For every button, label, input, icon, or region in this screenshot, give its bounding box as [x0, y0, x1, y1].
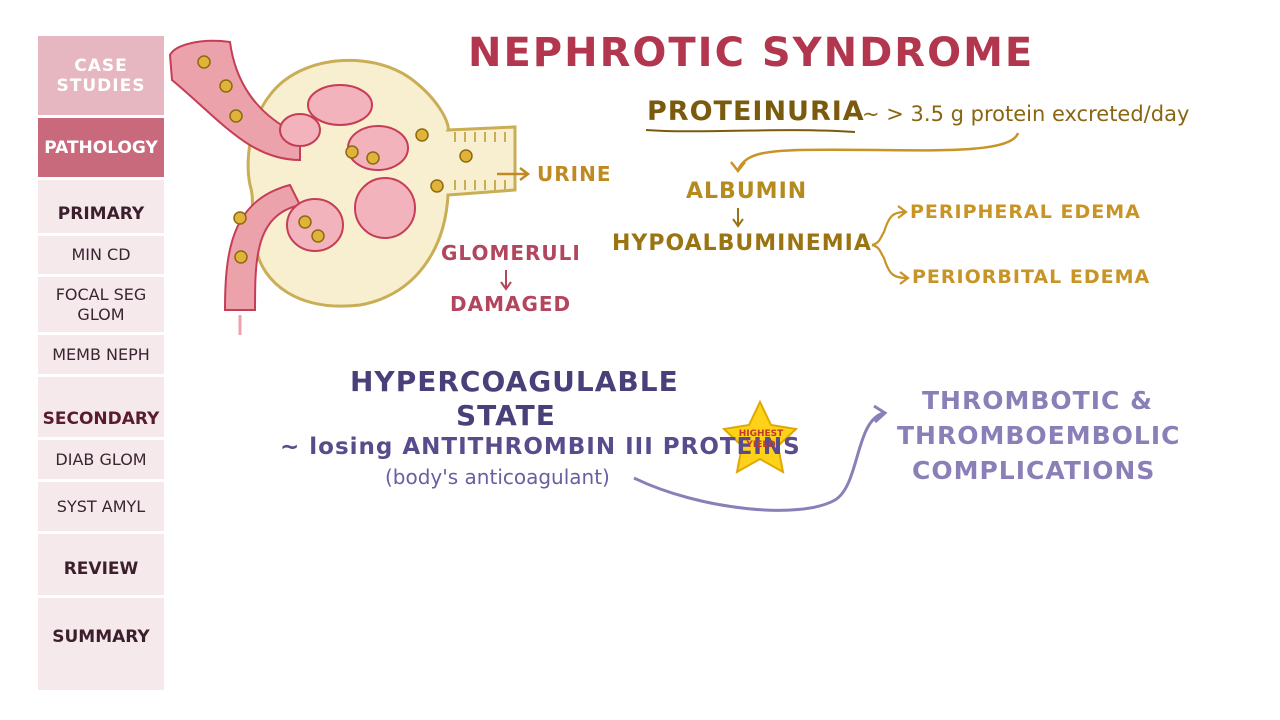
nav-review-label: REVIEW: [63, 558, 139, 579]
anticoagulant-note: (body's anticoagulant): [385, 465, 610, 489]
nav-review[interactable]: REVIEW: [38, 542, 164, 598]
nav-memb-neph[interactable]: MEMB NEPH: [38, 335, 164, 377]
capillary-loops: [279, 84, 416, 252]
nav-syst-amyl-label: SYST AMYL: [56, 496, 146, 516]
tubule-lining: [454, 132, 506, 190]
glomerulus-illustration: [168, 39, 517, 335]
nav-primary[interactable]: PRIMARY: [38, 194, 164, 236]
nav-diab-glom[interactable]: DIAB GLOM: [38, 440, 164, 482]
thrombotic-label-line1: THROMBOTIC &: [922, 386, 1153, 415]
nav-summary[interactable]: SUMMARY: [38, 602, 164, 672]
highest-yield-star: [721, 399, 799, 474]
nav-primary-label: PRIMARY: [57, 203, 145, 224]
hypoalbuminemia-label: HYPOALBUMINEMIA: [612, 231, 872, 256]
periorbital-edema-label: PERIORBITAL EDEMA: [912, 266, 1151, 288]
albumin-label: ALBUMIN: [686, 179, 808, 204]
nav-case-studies[interactable]: CASE STUDIES: [38, 36, 164, 118]
protein-particles: [197, 55, 473, 264]
nav-min-cd-label: MIN CD: [71, 245, 131, 264]
proteinuria-heading: PROTEINURIA: [647, 96, 865, 127]
thrombotic-label-line3: COMPLICATIONS: [912, 456, 1156, 485]
edema-brace: [871, 205, 910, 285]
damaged-label: DAMAGED: [450, 292, 572, 316]
nav-case-studies-label: CASE STUDIES: [56, 55, 146, 96]
damaged-arrow: [500, 270, 512, 291]
nav-secondary-label: SECONDARY: [42, 408, 160, 429]
proteinuria-definition: ~ > 3.5 g protein excreted/day: [862, 102, 1190, 126]
nav-focal-seg-glom[interactable]: FOCAL SEG GLOM: [38, 277, 164, 335]
peripheral-edema-label: PERIPHERAL EDEMA: [910, 201, 1141, 223]
hypercoagulable-heading-line2: STATE: [456, 399, 556, 432]
nav-syst-amyl[interactable]: SYST AMYL: [38, 482, 164, 534]
star-label-line1: HIGHEST: [738, 429, 784, 439]
glomeruli-label: GLOMERULI: [441, 241, 581, 265]
nav-summary-label: SUMMARY: [52, 627, 150, 647]
proteinuria-underline: [645, 129, 856, 133]
star-label-line2: YIELD: [746, 440, 776, 450]
urine-label: URINE: [537, 162, 612, 186]
nav-pathology[interactable]: PATHOLOGY: [38, 118, 164, 180]
albumin-arrow: [732, 208, 744, 228]
nav-diab-glom-label: DIAB GLOM: [55, 449, 147, 469]
nav-memb-neph-label: MEMB NEPH: [52, 344, 150, 364]
page-title: NEPHROTIC SYNDROME: [468, 30, 1035, 76]
proteinuria-arrow: [730, 132, 1020, 174]
afferent-arteriole: [168, 39, 301, 162]
hypercoagulable-arrow: [633, 404, 888, 512]
thrombotic-label-line2: THROMBOEMBOLIC: [897, 421, 1181, 450]
nav-min-cd[interactable]: MIN CD: [38, 236, 164, 277]
urine-arrow: [497, 167, 531, 181]
sidebar-nav: CASE STUDIES PATHOLOGY PRIMARY MIN CD FO…: [38, 36, 164, 690]
nav-secondary[interactable]: SECONDARY: [38, 400, 164, 440]
hypercoagulable-heading-line1: HYPERCOAGULABLE: [350, 365, 679, 398]
nav-pathology-label: PATHOLOGY: [44, 137, 158, 158]
nav-focal-seg-glom-label: FOCAL SEG GLOM: [55, 284, 147, 324]
antithrombin-loss-text: ~ losing ANTITHROMBIN III PROTEINS: [280, 434, 801, 460]
